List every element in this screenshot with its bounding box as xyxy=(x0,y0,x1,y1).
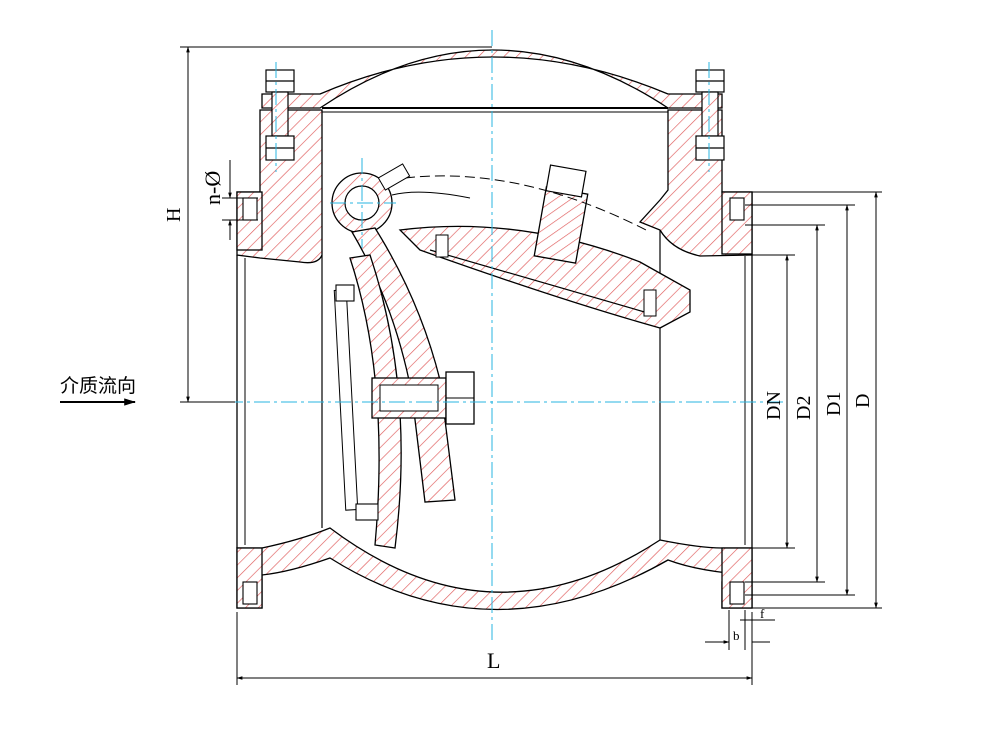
disc-assembly xyxy=(331,163,691,549)
dimension-lines xyxy=(180,46,882,685)
dim-label-dn: DN xyxy=(763,391,785,420)
valve-disc xyxy=(349,254,402,549)
dim-label-d: D xyxy=(852,394,874,408)
flow-direction-label: 介质流向 xyxy=(60,375,136,397)
flange-bolt-hole-bottom-right xyxy=(729,581,745,605)
dim-label-h: H xyxy=(163,208,185,222)
body-lower-bowl xyxy=(236,527,753,611)
flange-bolt-hole-top-left xyxy=(242,197,258,221)
flange-bolt-hole-top-right xyxy=(729,197,745,221)
top-cover xyxy=(261,49,723,109)
dim-label-b: b xyxy=(733,628,740,643)
counterweight-lever xyxy=(398,225,691,329)
cover-bolt-left xyxy=(265,69,295,161)
dim-label-f: f xyxy=(760,606,765,621)
dim-label-l: L xyxy=(487,648,500,673)
inlet-flange xyxy=(236,191,263,251)
dim-label-bolt-holes: n-Ø xyxy=(200,171,225,205)
dim-label-d1: D1 xyxy=(823,392,845,416)
dim-label-d2: D2 xyxy=(793,396,815,420)
valve-body xyxy=(236,49,753,611)
flange-bolt-hole-bottom-left xyxy=(242,581,258,605)
centerlines xyxy=(200,30,785,640)
cover-bolt-right xyxy=(695,69,725,161)
